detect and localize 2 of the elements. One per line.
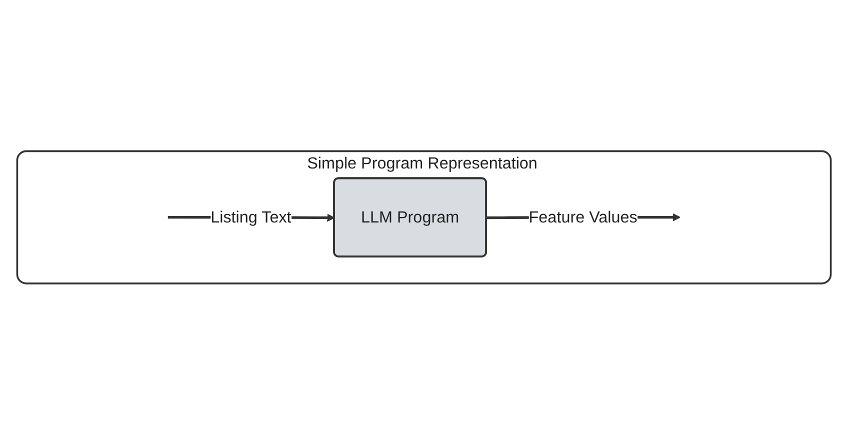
edge-label: Feature Values	[528, 208, 638, 226]
edge-label: Listing Text	[210, 208, 292, 226]
